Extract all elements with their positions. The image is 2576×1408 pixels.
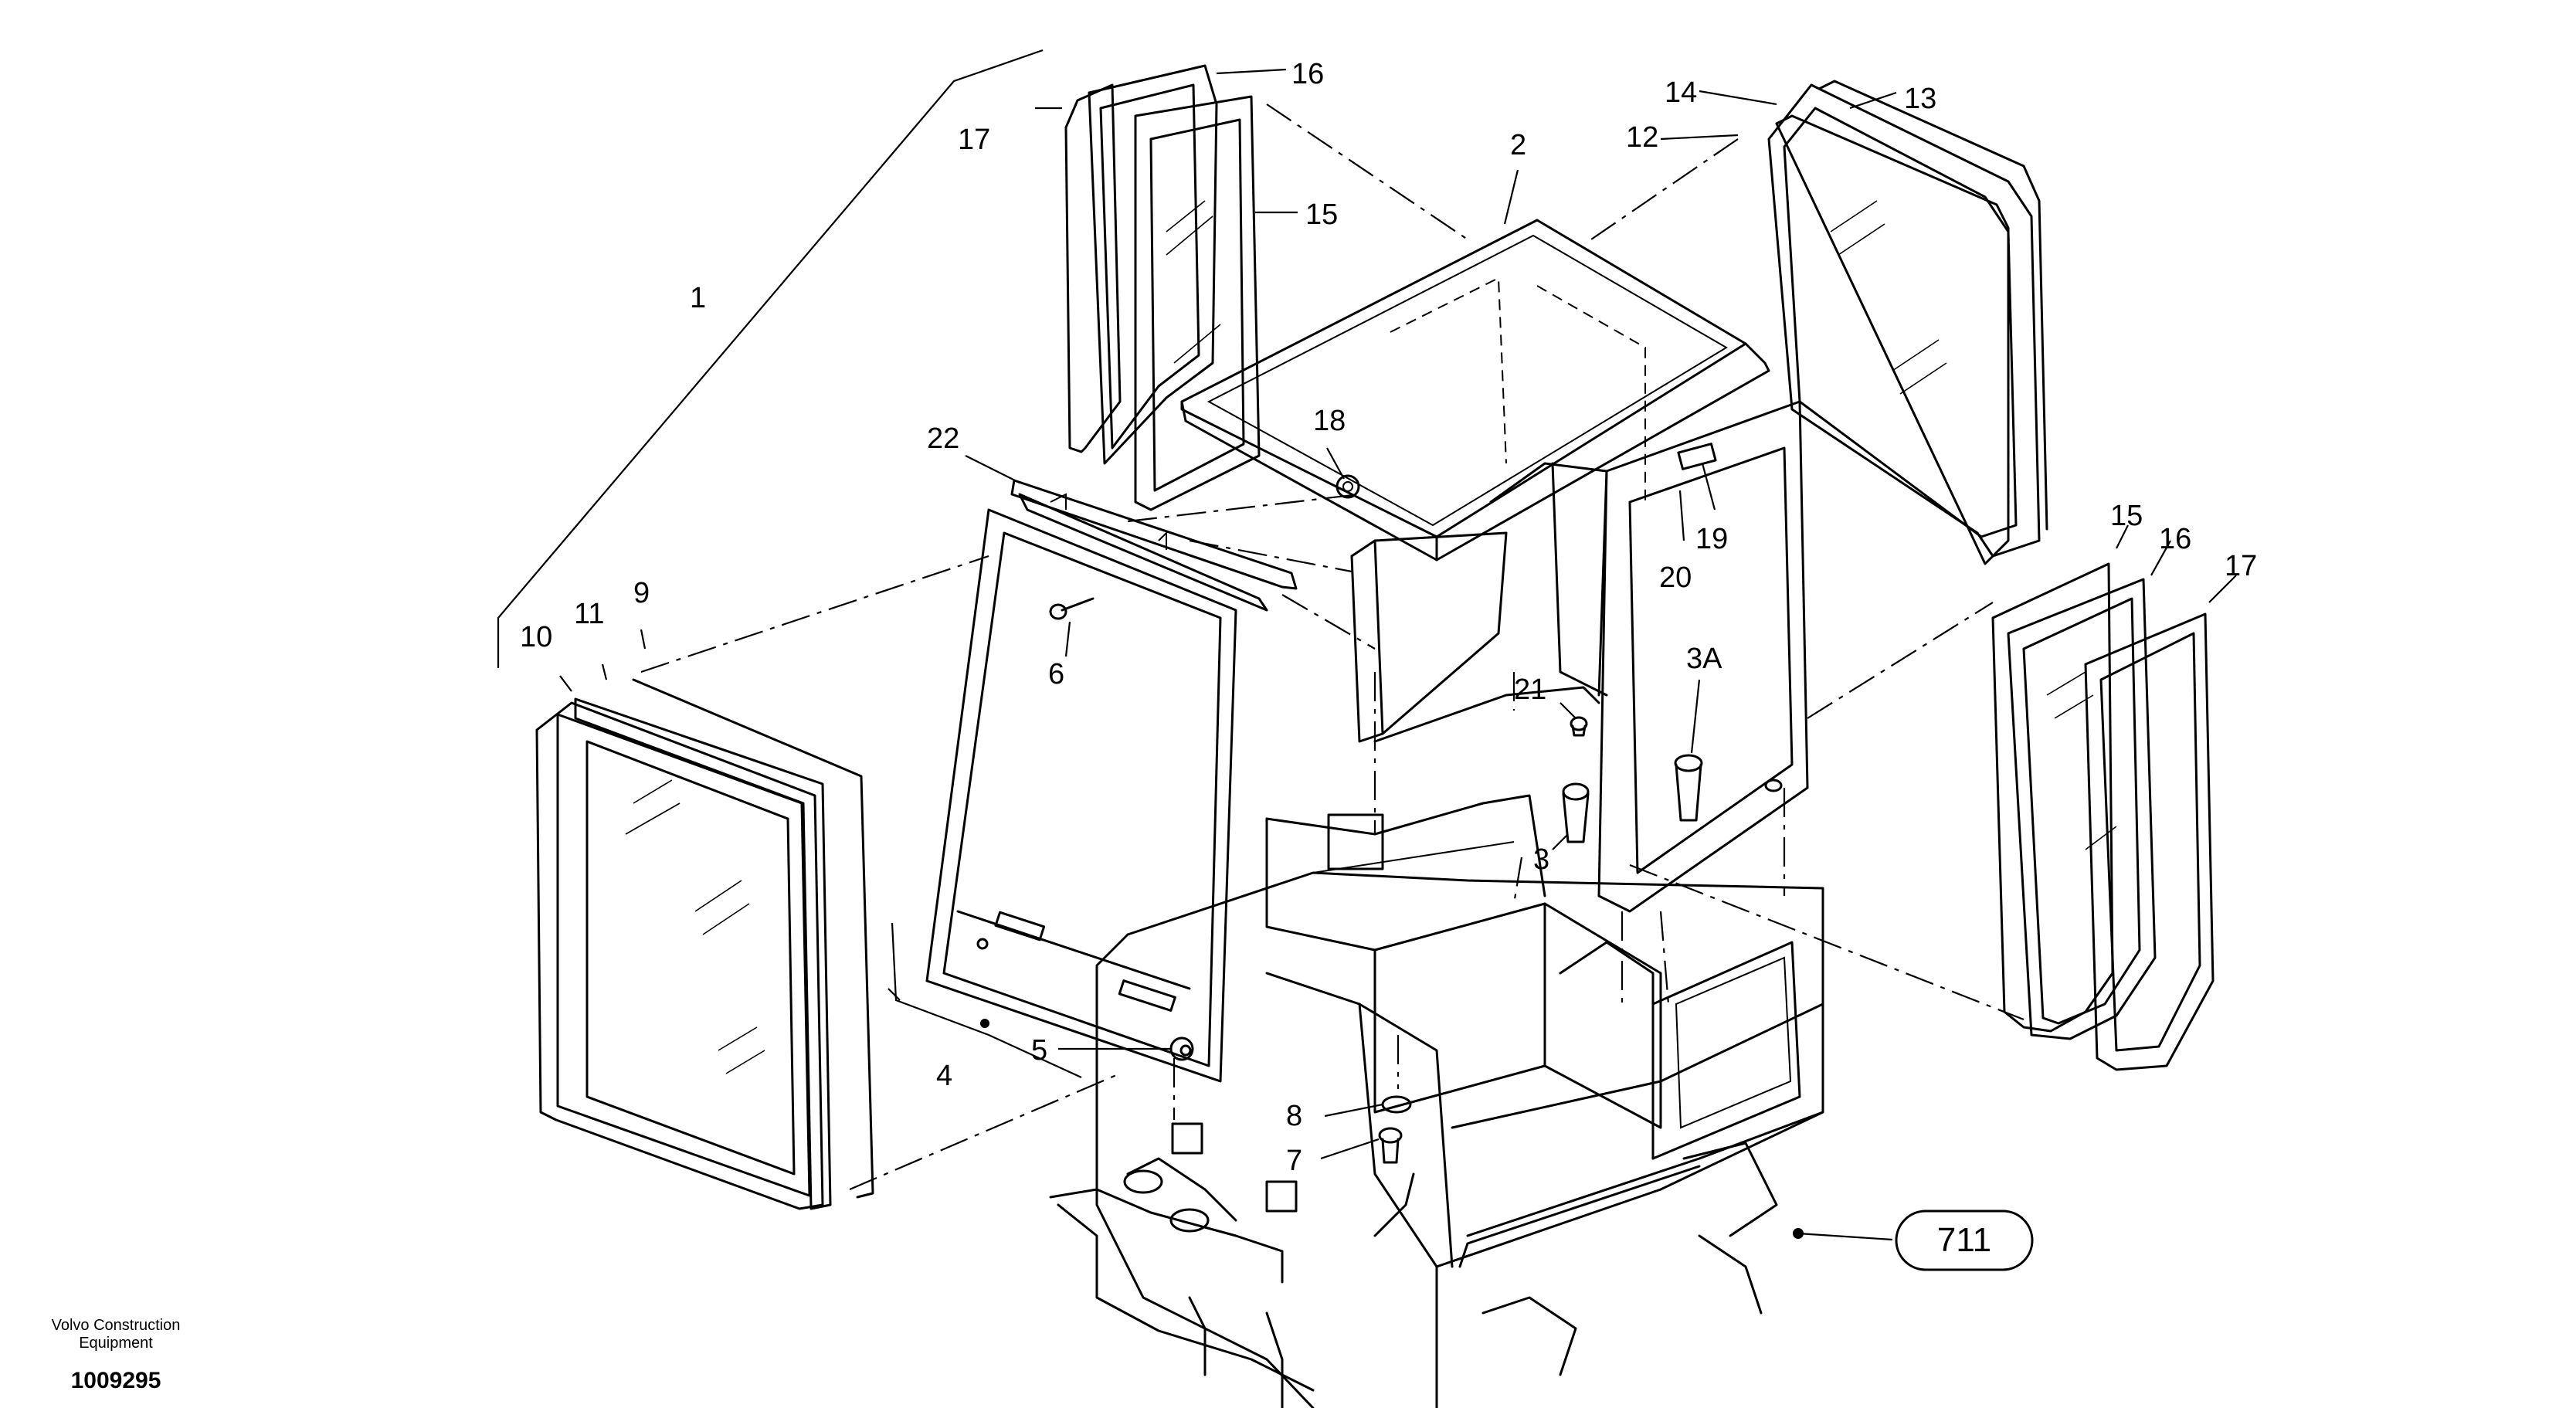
callout-10: 10 <box>520 621 552 653</box>
brand-line-2: Equipment <box>79 1335 153 1352</box>
callout-1: 1 <box>690 282 706 314</box>
callout-8: 8 <box>1286 1100 1302 1132</box>
title-block: Volvo Construction Equipment 1009295 <box>52 1317 181 1393</box>
callout-9: 9 <box>633 577 650 609</box>
callout-4: 4 <box>936 1060 952 1092</box>
left-door-glass-set <box>1064 64 1261 511</box>
right-door-glass-set <box>1991 562 2215 1071</box>
callout-15-right: 15 <box>2110 500 2143 532</box>
bolt-3a <box>1674 754 1703 822</box>
callout-13: 13 <box>1904 83 1936 115</box>
callout-11: 11 <box>574 598 604 630</box>
badge-label: 711 <box>1937 1221 1991 1259</box>
callout-3a: 3A <box>1686 643 1722 675</box>
leader-lines <box>497 49 2237 1241</box>
callout-15-left: 15 <box>1305 198 1338 231</box>
screw-6 <box>1049 597 1095 620</box>
base-frame <box>1049 794 1824 1408</box>
callout-3: 3 <box>1533 843 1549 876</box>
callout-18: 18 <box>1313 405 1346 437</box>
rear-glass-set <box>1767 80 2048 565</box>
callout-22: 22 <box>927 422 959 455</box>
callout-21: 21 <box>1514 673 1546 706</box>
front-glass-set <box>535 678 874 1210</box>
brand-line-1: Volvo Construction <box>52 1317 181 1334</box>
callout-labels: 1 2 3 3A 4 5 6 7 8 9 10 11 12 13 14 15 1… <box>520 58 2257 1177</box>
callout-12: 12 <box>1626 121 1658 154</box>
nut-21 <box>1570 716 1588 737</box>
bolt-7 <box>1378 1127 1403 1164</box>
callout-16-right: 16 <box>2159 523 2191 555</box>
callout-7: 7 <box>1286 1145 1302 1177</box>
cab-frame <box>925 400 1809 1083</box>
callout-16-left: 16 <box>1291 58 1324 90</box>
drawing-number: 1009295 <box>71 1368 161 1393</box>
cab-roof <box>1180 219 1770 562</box>
callout-17-left: 17 <box>958 124 990 156</box>
callout-19: 19 <box>1695 523 1728 555</box>
bolt-3 <box>1562 782 1590 843</box>
callout-14: 14 <box>1665 76 1697 109</box>
callout-5: 5 <box>1031 1034 1047 1067</box>
callout-20: 20 <box>1659 562 1692 594</box>
reference-badge-711[interactable]: 711 <box>1895 1210 2034 1271</box>
callout-2: 2 <box>1510 129 1526 161</box>
callout-17-right: 17 <box>2225 550 2257 582</box>
callout-6: 6 <box>1048 658 1064 690</box>
assembly-lines <box>640 103 2024 1191</box>
mount-block <box>1327 813 1384 870</box>
